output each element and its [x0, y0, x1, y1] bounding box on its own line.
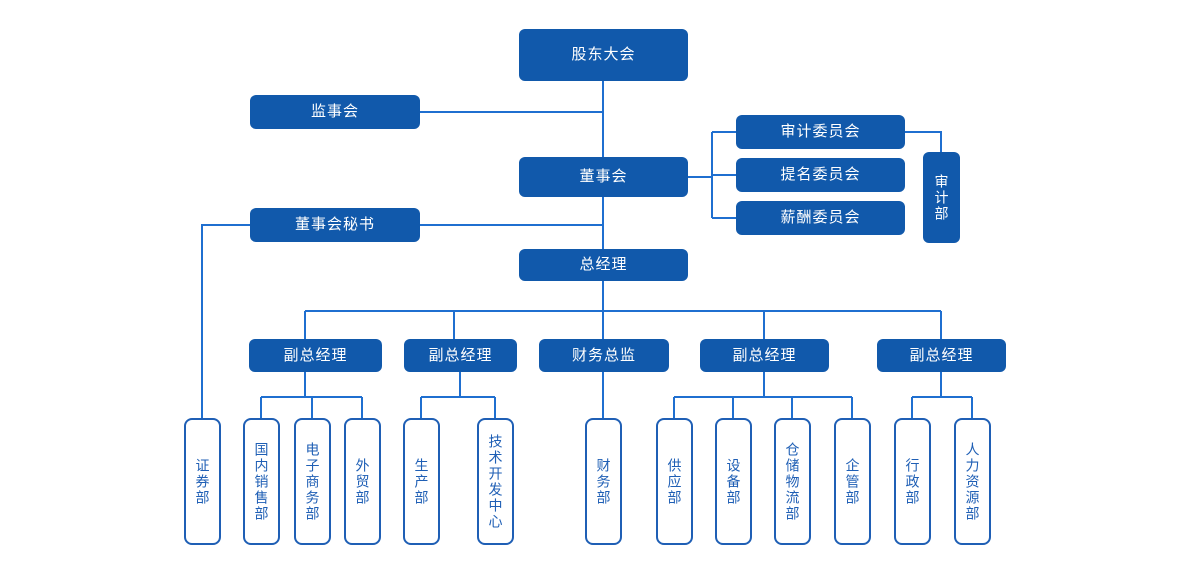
node-label: 电子商务部: [304, 441, 321, 522]
node-equipment-dept[interactable]: 设备部: [715, 418, 752, 545]
node-enterprise-mgmt-dept[interactable]: 企管部: [834, 418, 871, 545]
node-label: 薪酬委员会: [780, 209, 861, 227]
node-supervisory-board[interactable]: 监事会: [250, 95, 420, 129]
node-label: 生产部: [413, 457, 430, 506]
node-label: 提名委员会: [780, 166, 861, 184]
node-label: 副总经理: [428, 346, 493, 364]
node-audit-committee[interactable]: 审计委员会: [736, 115, 905, 149]
node-warehouse-logistics-dept[interactable]: 仓储物流部: [774, 418, 811, 545]
node-label: 行政部: [904, 457, 921, 506]
node-vp-1[interactable]: 副总经理: [249, 339, 382, 372]
node-finance-dept[interactable]: 财务部: [585, 418, 622, 545]
node-label: 副总经理: [732, 346, 797, 364]
node-label: 董事会: [579, 168, 628, 186]
node-label: 人力资源部: [964, 441, 981, 522]
node-administration-dept[interactable]: 行政部: [894, 418, 931, 545]
node-human-resources-dept[interactable]: 人力资源部: [954, 418, 991, 545]
node-production-dept[interactable]: 生产部: [403, 418, 440, 545]
node-label: 技术开发中心: [487, 433, 504, 530]
node-label: 证券部: [194, 457, 211, 506]
node-ecommerce-dept[interactable]: 电子商务部: [294, 418, 331, 545]
node-nomination-committee[interactable]: 提名委员会: [736, 158, 905, 192]
node-label: 副总经理: [909, 346, 974, 364]
node-label: 仓储物流部: [784, 441, 801, 522]
node-board-secretary[interactable]: 董事会秘书: [250, 208, 420, 242]
node-label: 企管部: [844, 457, 861, 506]
node-label: 财务总监: [571, 346, 636, 364]
edge-audit-committee-to-audit-dept: [905, 131, 942, 152]
node-board-of-directors[interactable]: 董事会: [519, 157, 688, 197]
node-supply-dept[interactable]: 供应部: [656, 418, 693, 545]
node-foreign-trade-dept[interactable]: 外贸部: [344, 418, 381, 545]
edge-secretary-to-securities: [201, 224, 250, 418]
node-label: 董事会秘书: [294, 216, 375, 234]
node-vp-4[interactable]: 副总经理: [877, 339, 1006, 372]
node-securities-dept[interactable]: 证券部: [184, 418, 221, 545]
node-label: 国内销售部: [253, 441, 270, 522]
node-label: 股东大会: [571, 46, 636, 64]
node-label: 副总经理: [283, 346, 348, 364]
node-vp-3[interactable]: 副总经理: [700, 339, 829, 372]
node-label: 供应部: [666, 457, 683, 506]
node-general-manager[interactable]: 总经理: [519, 249, 688, 281]
node-cfo[interactable]: 财务总监: [539, 339, 669, 372]
node-tech-dev-center[interactable]: 技术开发中心: [477, 418, 514, 545]
node-label: 设备部: [725, 457, 742, 506]
node-audit-department[interactable]: 审计部: [923, 152, 960, 243]
node-label: 审计部: [933, 173, 950, 222]
node-label: 外贸部: [354, 457, 371, 506]
node-label: 总经理: [579, 256, 628, 274]
node-vp-2[interactable]: 副总经理: [404, 339, 517, 372]
node-label: 监事会: [310, 103, 359, 121]
node-remuneration-committee[interactable]: 薪酬委员会: [736, 201, 905, 235]
node-label: 财务部: [595, 457, 612, 506]
node-shareholders-meeting[interactable]: 股东大会: [519, 29, 688, 81]
node-label: 审计委员会: [780, 123, 861, 141]
node-domestic-sales-dept[interactable]: 国内销售部: [243, 418, 280, 545]
